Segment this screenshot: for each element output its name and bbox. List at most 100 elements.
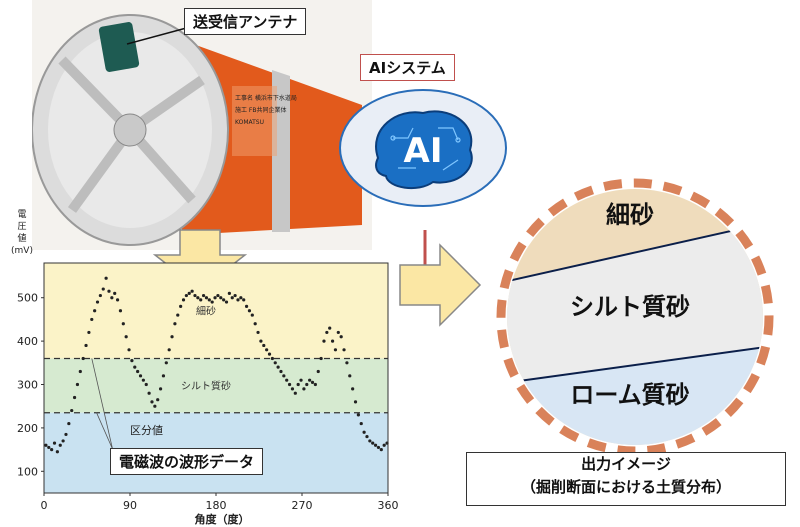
data-point-74 — [256, 330, 260, 335]
data-point-75 — [259, 339, 263, 343]
data-point-5 — [58, 443, 62, 447]
x-tick-label-0: 0 — [41, 499, 48, 512]
data-point-88 — [296, 382, 300, 387]
data-point-61 — [219, 296, 223, 300]
data-point-89 — [299, 378, 303, 382]
data-point-58 — [210, 300, 214, 304]
data-point-60 — [216, 293, 220, 298]
data-point-54 — [199, 298, 203, 302]
data-point-96 — [319, 356, 323, 361]
data-point-78 — [267, 352, 272, 356]
data-point-115 — [373, 443, 378, 447]
data-point-101 — [333, 348, 338, 352]
data-point-114 — [371, 441, 375, 445]
threshold-pointer-1 — [91, 358, 117, 463]
tbm-photo: 工事名 横浜市下水道局 施工 FB共同企業体 KOMATSU — [32, 0, 372, 250]
data-point-45 — [173, 322, 177, 326]
y-tick-label-3: 400 — [17, 335, 38, 348]
layer-label-silty-sand: シルト質砂 — [570, 293, 690, 321]
data-point-43 — [167, 348, 171, 352]
wave-data-label: 電磁波の波形データ — [110, 448, 264, 475]
output-title-line2: （掘削断面における土質分布） — [520, 478, 731, 496]
data-point-87 — [293, 391, 297, 395]
output-title-box: 出力イメージ （掘削断面における土質分布） — [466, 452, 786, 506]
data-point-97 — [322, 339, 326, 343]
data-point-50 — [187, 291, 191, 295]
data-point-47 — [179, 304, 183, 308]
data-point-12 — [78, 369, 82, 374]
data-point-79 — [270, 356, 274, 361]
data-point-109 — [356, 413, 360, 417]
data-point-1 — [47, 445, 51, 450]
data-point-68 — [239, 296, 243, 300]
data-point-73 — [253, 322, 257, 326]
data-point-105 — [345, 361, 349, 365]
x-tick-label-1: 90 — [123, 499, 137, 512]
plate-text-3: KOMATSU — [235, 119, 264, 126]
data-point-36 — [147, 391, 151, 395]
data-point-2 — [50, 448, 54, 452]
threshold-label: 区分値 — [130, 424, 163, 437]
ylabel-char-1: 電 — [17, 209, 26, 220]
data-point-117 — [379, 448, 383, 452]
data-point-86 — [290, 387, 295, 391]
data-point-52 — [193, 293, 197, 298]
data-point-22 — [107, 289, 111, 293]
data-point-40 — [158, 387, 163, 391]
data-point-118 — [382, 443, 386, 447]
data-point-8 — [67, 421, 71, 426]
brain-shape — [375, 110, 473, 190]
data-point-19 — [98, 293, 102, 298]
data-point-103 — [339, 335, 343, 339]
data-point-35 — [144, 382, 148, 387]
x-tick-label-2: 180 — [206, 499, 227, 512]
data-point-71 — [247, 309, 252, 313]
ylabel-char-4: (mV) — [11, 246, 33, 256]
data-point-82 — [279, 369, 283, 374]
data-point-37 — [150, 400, 154, 404]
data-point-67 — [236, 298, 240, 302]
data-point-95 — [316, 369, 320, 374]
ylabel-char-3: 値 — [17, 232, 26, 244]
data-point-31 — [133, 365, 137, 369]
x-axis-label: 角度（度） — [195, 512, 250, 526]
data-point-0 — [44, 443, 48, 447]
y-axis-label: 電 圧 値 (mV) — [11, 209, 33, 256]
data-point-33 — [138, 374, 143, 378]
zone-0 — [44, 263, 388, 359]
data-point-107 — [351, 387, 355, 391]
data-point-28 — [124, 335, 128, 339]
data-point-53 — [196, 296, 200, 300]
data-point-77 — [265, 348, 269, 352]
data-point-84 — [285, 378, 289, 382]
data-point-48 — [181, 298, 186, 302]
data-point-94 — [313, 382, 317, 387]
data-point-102 — [336, 330, 340, 335]
data-point-81 — [276, 365, 280, 369]
ai-brain-illustration: AI — [339, 89, 507, 207]
x-tick-label-3: 270 — [292, 499, 313, 512]
antenna-patch — [98, 22, 140, 72]
data-point-18 — [95, 300, 100, 304]
data-point-24 — [113, 291, 117, 295]
data-point-69 — [242, 298, 246, 302]
data-point-55 — [201, 293, 206, 298]
data-point-9 — [70, 408, 74, 413]
layer-label-loam-sand: ローム質砂 — [570, 381, 689, 409]
right-arrow — [399, 243, 482, 327]
data-point-7 — [64, 432, 68, 437]
data-point-10 — [72, 395, 77, 400]
data-point-108 — [353, 400, 358, 404]
zone-label-1: シルト質砂 — [181, 380, 231, 393]
data-point-3 — [52, 441, 57, 445]
data-point-34 — [141, 378, 145, 382]
data-point-56 — [204, 296, 209, 300]
y-tick-label-4: 500 — [17, 292, 38, 305]
data-point-113 — [368, 439, 372, 443]
ai-badge-text: AI — [404, 131, 443, 171]
data-point-27 — [121, 322, 125, 326]
y-tick-label-2: 300 — [17, 379, 38, 392]
brain-circuit — [390, 127, 461, 171]
data-point-92 — [308, 378, 312, 382]
